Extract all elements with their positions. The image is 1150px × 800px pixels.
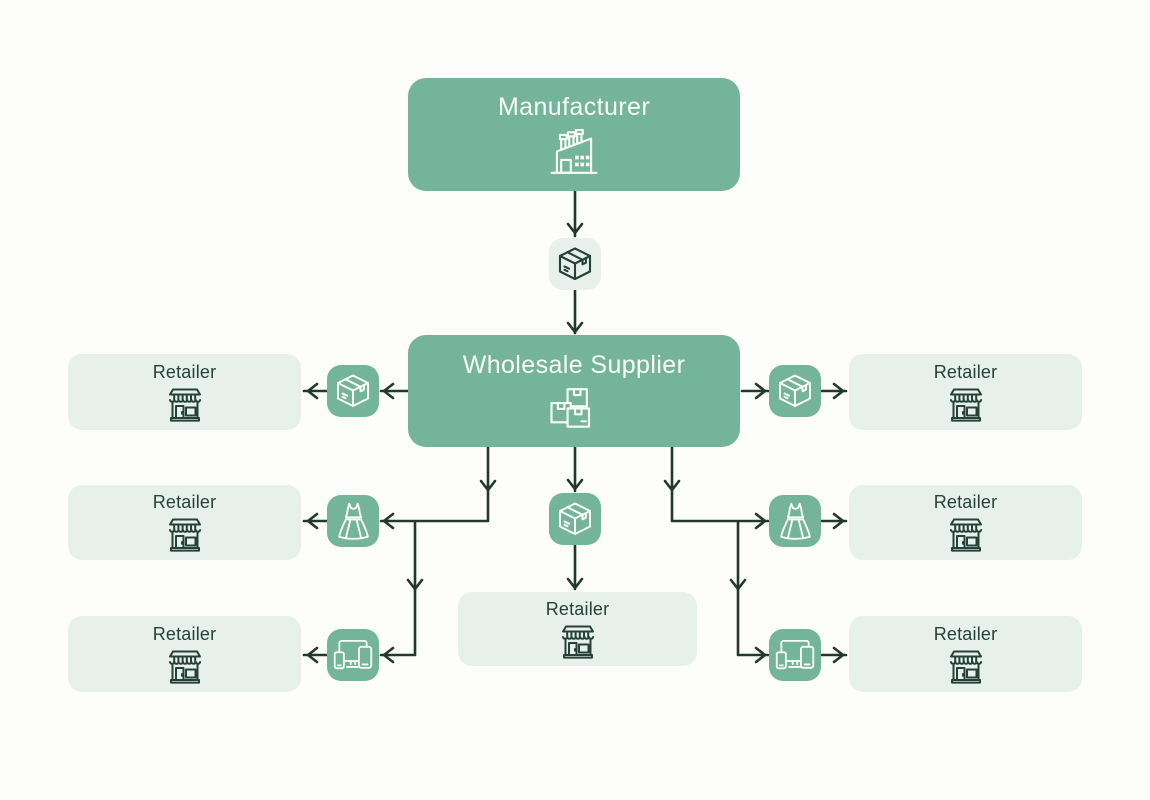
manufacturer-label: Manufacturer xyxy=(497,93,651,121)
transit-tile-middle-left xyxy=(327,495,379,547)
transit-tile-middle-right xyxy=(769,495,821,547)
devices-icon xyxy=(332,638,374,673)
package-icon xyxy=(555,499,595,539)
storefront-icon xyxy=(944,387,988,423)
wholesale-supplier-label: Wholesale Supplier xyxy=(462,350,686,379)
retailer-node-bottom-right: Retailer xyxy=(849,616,1082,692)
retailer-node-center: Retailer xyxy=(458,592,697,666)
transit-tile-top-right xyxy=(769,365,821,417)
retailer-node-top-right: Retailer xyxy=(849,354,1082,430)
connector-lines xyxy=(302,189,848,657)
arrowheads xyxy=(306,222,845,664)
retailer-label: Retailer xyxy=(152,623,217,644)
retailer-label: Retailer xyxy=(152,492,217,512)
storefront-icon xyxy=(163,517,207,553)
storefront-icon xyxy=(944,517,988,553)
package-icon xyxy=(555,244,595,284)
transit-tile-top-left xyxy=(327,365,379,417)
retailer-label: Retailer xyxy=(933,492,998,512)
retailer-label: Retailer xyxy=(545,598,610,619)
packages-icon xyxy=(546,387,602,432)
transit-tile-bottom-left xyxy=(327,629,379,681)
dress-icon xyxy=(777,501,814,542)
storefront-icon xyxy=(556,624,600,660)
devices-icon xyxy=(774,638,816,673)
factory-icon xyxy=(547,129,601,176)
package-icon xyxy=(775,371,815,411)
retailer-node-middle-left: Retailer xyxy=(68,485,301,560)
storefront-icon xyxy=(944,649,988,685)
wholesale-supplier-node: Wholesale Supplier xyxy=(408,335,740,447)
retailer-label: Retailer xyxy=(152,361,217,382)
transit-tile-bottom-right xyxy=(769,629,821,681)
retailer-node-top-left: Retailer xyxy=(68,354,301,430)
manufacturer-node: Manufacturer xyxy=(408,78,740,191)
transit-tile-center xyxy=(549,493,601,545)
retailer-node-middle-right: Retailer xyxy=(849,485,1082,560)
retailer-label: Retailer xyxy=(933,361,998,382)
storefront-icon xyxy=(163,649,207,685)
storefront-icon xyxy=(163,387,207,423)
package-icon xyxy=(333,371,373,411)
dress-icon xyxy=(335,501,372,542)
retailer-node-bottom-left: Retailer xyxy=(68,616,301,692)
transit-tile-manufacturer-to-wholesale xyxy=(549,238,601,290)
retailer-label: Retailer xyxy=(933,623,998,644)
